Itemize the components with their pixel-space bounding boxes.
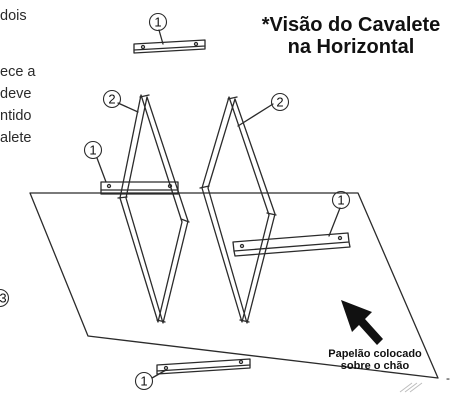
callout-edge-marker: 3 <box>0 288 10 308</box>
svg-text:1: 1 <box>337 193 344 208</box>
corner-mark: - <box>446 371 450 385</box>
caption-line-2: sobre o chão <box>340 360 410 372</box>
cardboard-caption: Papelão colocado sobre o chão <box>300 348 450 372</box>
callout-top-rail: 1 <box>148 12 168 32</box>
top-rail-part <box>133 39 206 54</box>
caption-line-1: Papelão colocado <box>328 348 422 360</box>
leader-top-rail <box>158 29 164 45</box>
svg-text:1: 1 <box>89 143 96 158</box>
diagram-title: *Visão do Cavalete na Horizontal <box>236 14 456 58</box>
title-line-1: *Visão do Cavalete <box>261 14 441 36</box>
right-rail-part <box>232 232 351 257</box>
svg-text:2: 2 <box>108 92 115 107</box>
text-fragment-deve: deve <box>0 86 32 102</box>
text-fragment-ece-a: ece a <box>0 64 36 80</box>
callout-left-frame: 2 <box>102 89 122 109</box>
cardboard-sheet <box>29 192 439 379</box>
leader-left-frame <box>117 102 139 113</box>
svg-text:1: 1 <box>140 374 147 389</box>
right-frame-part <box>199 96 277 324</box>
title-line-2: na Horizontal <box>287 36 415 58</box>
leader-left-rail <box>96 157 107 183</box>
svg-text:3: 3 <box>0 291 7 306</box>
left-frame-part <box>117 94 190 324</box>
leader-bottom-rail <box>151 369 167 379</box>
callout-right-rail: 1 <box>331 190 351 210</box>
svg-text:1: 1 <box>154 15 161 30</box>
callout-bottom-rail: 1 <box>134 371 154 391</box>
text-fragment-ntido: ntido <box>0 108 32 124</box>
bottom-rail-part <box>156 358 251 375</box>
svg-text:2: 2 <box>276 95 283 110</box>
corner-hatch <box>399 382 423 393</box>
text-fragment-alete: alete <box>0 130 32 146</box>
leader-right-frame <box>237 103 274 127</box>
left-rail-part <box>100 181 179 195</box>
cardboard-arrow-icon <box>341 300 383 345</box>
text-fragment-dois: dois <box>0 8 27 24</box>
callout-left-rail: 1 <box>83 140 103 160</box>
leader-right-rail <box>328 207 341 237</box>
callout-right-frame: 2 <box>270 92 290 112</box>
